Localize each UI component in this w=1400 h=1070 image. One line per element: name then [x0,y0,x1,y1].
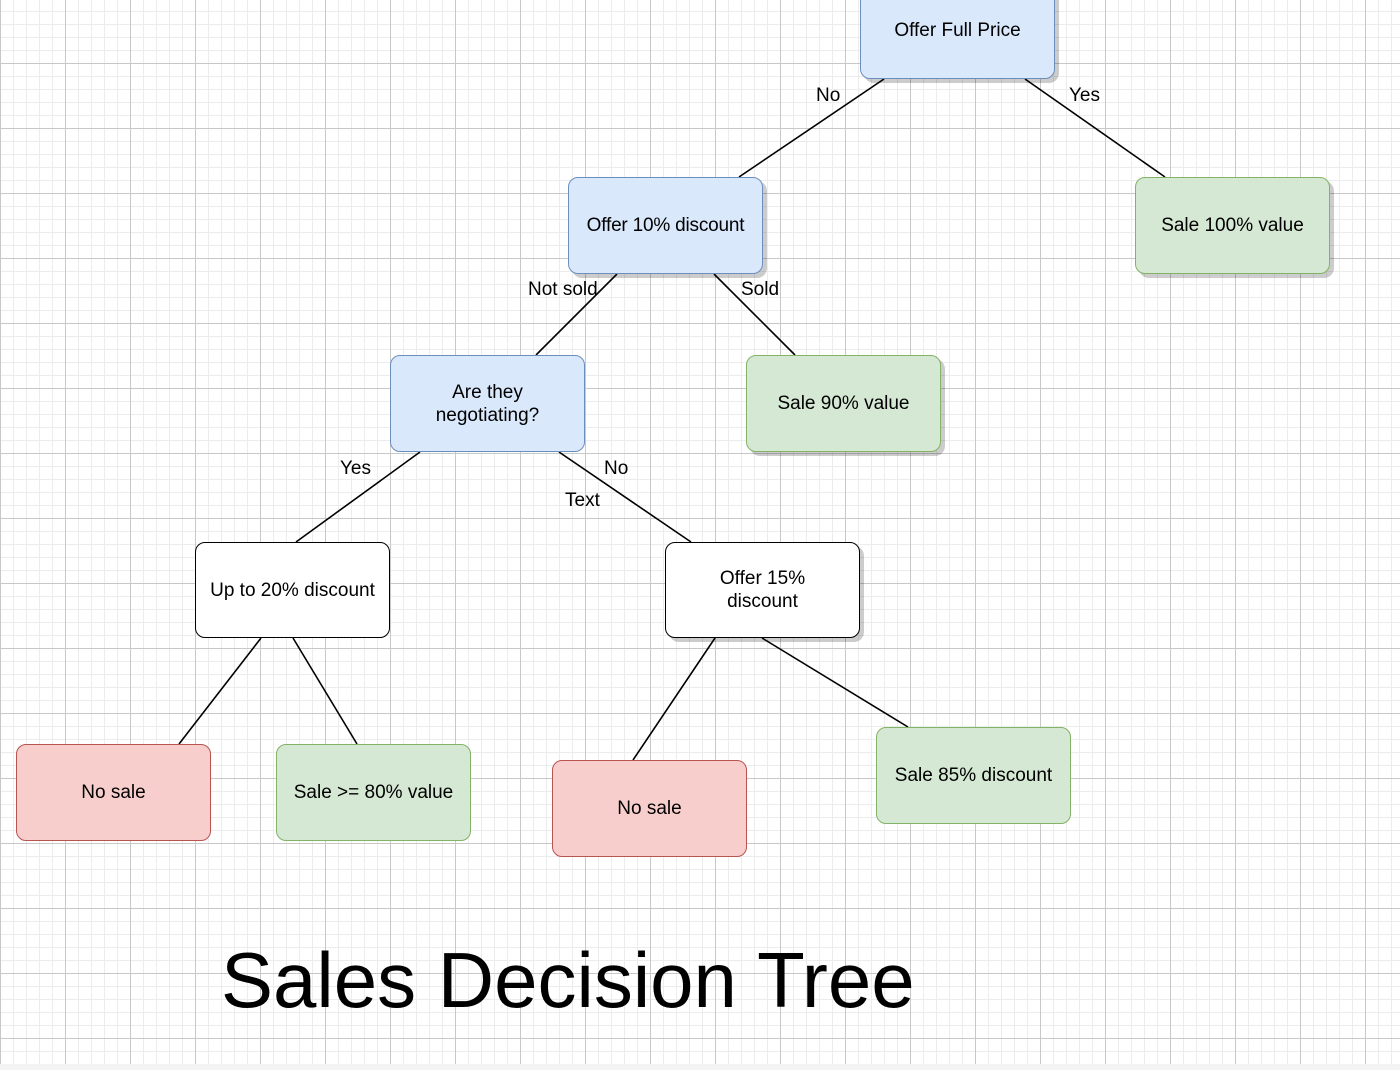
node-sale-85-discount-label: Sale 85% discount [894,765,1053,786]
node-sale-90-value[interactable]: Sale 90% value [746,355,941,452]
edge-full-price-to-sale-100 [1024,78,1166,178]
edge-up-to-20-to-sale-80 [292,637,358,745]
edge-label-neg-no: No [604,458,629,479]
edge-label-sold: Sold [741,279,780,300]
edge-offer-15-to-sale-85 [761,637,909,728]
node-no-sale-mid[interactable]: No sale [552,760,747,857]
edge-label-not-sold: Not sold [528,279,598,300]
edge-offer-10-to-sale-90 [713,273,796,356]
node-sale-80-value[interactable]: Sale >= 80% value [276,744,471,841]
node-sale-80-value-label: Sale >= 80% value [293,782,454,803]
node-sale-100-value-label: Sale 100% value [1161,215,1304,236]
edge-offer-15-to-no-sale [632,637,716,761]
node-sale-100-value[interactable]: Sale 100% value [1135,177,1330,274]
node-up-to-20-discount-label: Up to 20% discount [210,579,375,601]
edge-label-full-yes: Yes [1069,85,1100,106]
edge-full-price-to-offer-10 [738,78,885,178]
node-are-they-negotiating-label: Are they negotiating? [435,381,540,426]
node-no-sale-left-label: No sale [81,782,146,803]
node-offer-full-price-label: Offer Full Price [894,20,1021,41]
node-no-sale-mid-label: No sale [617,798,682,819]
edge-negotiating-to-offer-15 [558,451,692,543]
node-sale-90-value-label: Sale 90% value [777,393,910,414]
edge-label-full-no: No [816,85,841,106]
edge-label-neg-no-text: Text [565,490,600,511]
edge-label-neg-yes: Yes [340,458,371,479]
node-offer-full-price[interactable]: Offer Full Price [860,0,1055,79]
edge-offer-10-to-negotiating [535,273,618,356]
edge-up-to-20-to-no-sale [178,637,262,745]
diagram-title: Sales Decision Tree [221,936,915,1024]
node-offer-10-discount[interactable]: Offer 10% discount [568,177,763,274]
node-up-to-20-discount[interactable]: Up to 20% discount [195,542,390,638]
node-offer-15-discount-label: Offer 15% discount [719,568,806,612]
edge-negotiating-to-up-to-20 [295,451,421,543]
node-sale-85-discount[interactable]: Sale 85% discount [876,727,1071,824]
node-are-they-negotiating[interactable]: Are they negotiating? [390,355,585,452]
node-no-sale-left[interactable]: No sale [16,744,211,841]
node-offer-10-discount-label: Offer 10% discount [586,215,745,236]
node-offer-15-discount[interactable]: Offer 15% discount [665,542,860,638]
